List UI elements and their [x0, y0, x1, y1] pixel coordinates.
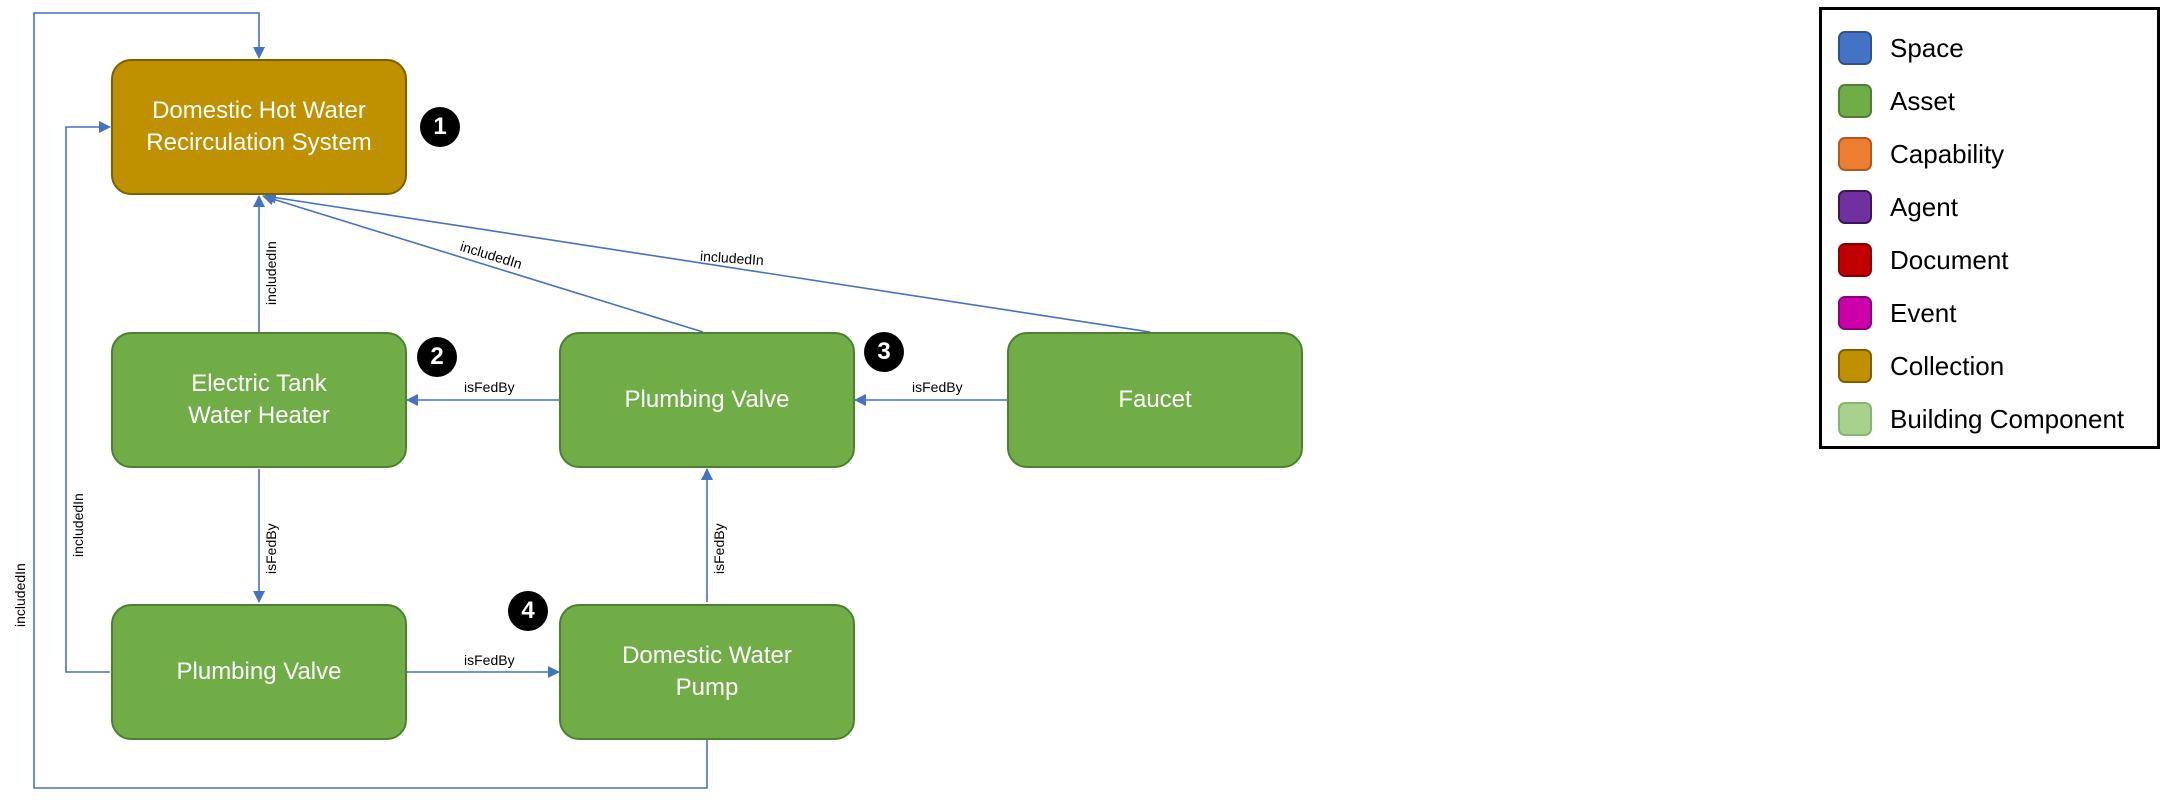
node-label: Faucet: [1118, 386, 1192, 413]
legend-swatch: [1838, 84, 1872, 118]
node-label: Plumbing Valve: [624, 386, 790, 413]
legend-swatch: [1838, 190, 1872, 224]
legend-item-building-component: Building Component: [1838, 400, 2124, 438]
legend-item-space: Space: [1838, 29, 1964, 67]
edge-label: includedIn: [12, 563, 28, 627]
node-electric-tank-water-heater[interactable]: Electric Tank Water Heater: [111, 332, 407, 468]
legend-label: Space: [1890, 32, 1964, 63]
node-label: Domestic Water Pump: [622, 642, 792, 701]
edge-label: isFedBy: [464, 652, 515, 668]
node-label: Electric Tank Water Heater: [188, 370, 330, 429]
legend-swatch: [1838, 137, 1872, 171]
edge-label: isFedBy: [912, 379, 963, 395]
edge-faucet-includedin-system: [264, 191, 1151, 333]
node-label: Plumbing Valve: [176, 658, 342, 685]
legend-swatch: [1838, 296, 1872, 330]
legend-item-asset: Asset: [1838, 82, 1955, 120]
legend-item-document: Document: [1838, 241, 2009, 279]
edge-pump-includedin-system: [33, 12, 708, 789]
legend-item-event: Event: [1838, 294, 1957, 332]
node-faucet[interactable]: Faucet: [1007, 332, 1303, 468]
legend-swatch: [1838, 243, 1872, 277]
step-badge-1: 1: [420, 107, 460, 147]
legend-item-agent: Agent: [1838, 188, 1958, 226]
step-badge-2: 2: [417, 337, 457, 377]
node-domestic-water-pump[interactable]: Domestic Water Pump: [559, 604, 855, 740]
edge-bottom-valve-includedin-system: [65, 121, 111, 673]
edge-label: includedIn: [70, 493, 86, 557]
legend-label: Building Component: [1890, 403, 2125, 434]
node-recirculation-system[interactable]: Domestic Hot Water Recirculation System: [111, 59, 407, 195]
edge-label: isFedBy: [711, 523, 727, 574]
legend-swatch: [1838, 349, 1872, 383]
legend-label: Agent: [1890, 191, 1958, 222]
edge-label: isFedBy: [263, 523, 279, 574]
legend-swatch: [1838, 402, 1872, 436]
edge-label: isFedBy: [464, 379, 515, 395]
legend-swatch: [1838, 31, 1872, 65]
legend-label: Document: [1890, 244, 2009, 275]
legend-item-capability: Capability: [1838, 135, 2004, 173]
legend: Space Asset Capability Agent Document Ev…: [1819, 7, 2160, 449]
step-badge-4: 4: [508, 591, 548, 631]
node-plumbing-valve-bottom[interactable]: Plumbing Valve: [111, 604, 407, 740]
legend-label: Event: [1890, 297, 1957, 328]
edge-label: includedIn: [263, 241, 279, 305]
step-badge-3: 3: [864, 332, 904, 372]
node-label: Domestic Hot Water Recirculation System: [146, 97, 372, 156]
legend-label: Collection: [1890, 350, 2005, 381]
node-plumbing-valve-top[interactable]: Plumbing Valve: [559, 332, 855, 468]
edge-valve-includedin-system: [262, 193, 704, 333]
legend-item-collection: Collection: [1838, 347, 2004, 385]
legend-label: Capability: [1890, 138, 2005, 169]
legend-label: Asset: [1890, 85, 1956, 116]
